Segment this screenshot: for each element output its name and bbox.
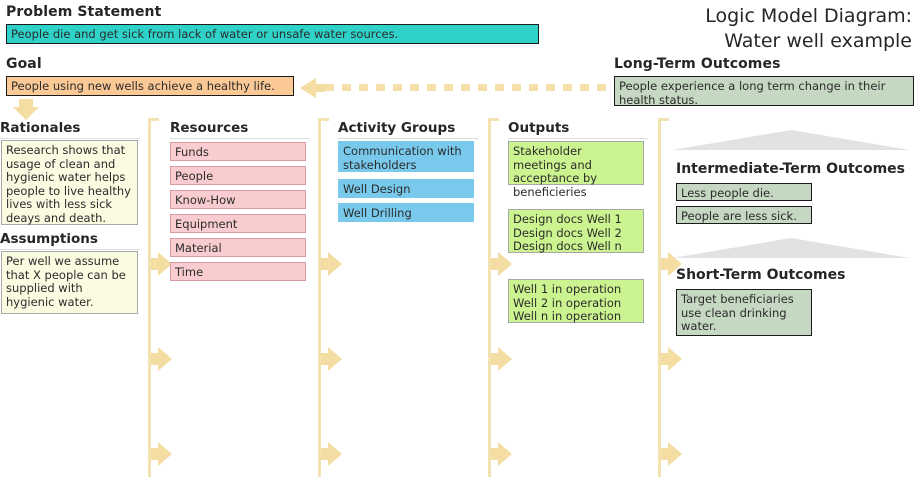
flow-arrow-2b (328, 347, 342, 371)
flow-arrow-3b-stem (491, 353, 500, 365)
flow-arrow-3c (498, 442, 512, 466)
long-term-outcomes-box: People experience a long term change in … (614, 76, 914, 106)
column-separator-4 (658, 118, 661, 477)
flow-arrow-2a-stem (321, 258, 330, 270)
feedback-arrow-head (300, 78, 316, 98)
separator-tick-4 (658, 118, 669, 121)
separator-tick-2 (318, 118, 329, 121)
flow-arrow-3c-stem (491, 448, 500, 460)
output-item: Design docs Well 1 Design docs Well 2 De… (508, 209, 644, 253)
goal-down-arrow-head (13, 107, 39, 120)
flow-arrow-3a (498, 252, 512, 276)
resource-item: Funds (170, 142, 306, 161)
resources-heading: Resources (170, 120, 310, 139)
flow-arrow-1b (158, 347, 172, 371)
feedback-dashed-line (325, 84, 611, 91)
flow-arrow-1c-stem (151, 448, 160, 460)
separator-tick-3 (488, 118, 499, 121)
activity-item: Communication with stakeholders (338, 141, 474, 172)
output-item: Stakeholder meetings and acceptance by b… (508, 141, 644, 198)
assumptions-heading: Assumptions (0, 231, 140, 250)
column-separator-1 (148, 118, 151, 477)
rationales-heading: Rationales (0, 120, 140, 139)
flow-arrow-2b-stem (321, 353, 330, 365)
flow-arrow-1b-stem (151, 353, 160, 365)
short-term-outcomes-chevron-icon (672, 238, 910, 258)
feedback-arrow-stem (315, 84, 325, 92)
flow-arrow-1c (158, 442, 172, 466)
flow-arrow-3a-stem (491, 258, 500, 270)
activity-item: Well Drilling (338, 203, 474, 222)
flow-arrow-2a (328, 252, 342, 276)
diagram-title: Logic Model Diagram: Water well example (482, 4, 912, 54)
flow-arrow-1a-stem (151, 258, 160, 270)
resource-item: Time (170, 262, 306, 281)
flow-arrow-4c (668, 442, 682, 466)
assumptions-box: Per well we assume that X people can be … (1, 251, 138, 314)
column-separator-3 (488, 118, 491, 477)
goal-down-arrow-stem (19, 99, 33, 107)
goal-box: People using new wells achieve a healthy… (6, 76, 294, 96)
intermediate-outcomes-chevron-icon (672, 130, 910, 150)
resource-item: People (170, 166, 306, 185)
column-separator-2 (318, 118, 321, 477)
flow-arrow-4a-stem (661, 258, 670, 270)
activity-groups-heading: Activity Groups (338, 120, 478, 139)
diagram-title-line2: Water well example (724, 30, 912, 52)
flow-arrow-1a (158, 252, 172, 276)
diagram-title-line1: Logic Model Diagram: (705, 5, 912, 27)
problem-statement-box: People die and get sick from lack of wat… (6, 24, 539, 44)
output-item: Well 1 in operation Well 2 in operation … (508, 279, 644, 323)
problem-statement-heading: Problem Statement (6, 4, 162, 20)
separator-tick-1 (148, 118, 159, 121)
rationales-box: Research shows that usage of clean and h… (1, 140, 138, 225)
flow-arrow-4b-stem (661, 353, 670, 365)
flow-arrow-2c (328, 442, 342, 466)
resource-item: Know-How (170, 190, 306, 209)
flow-arrow-2c-stem (321, 448, 330, 460)
flow-arrow-4a (668, 252, 682, 276)
intermediate-outcomes-heading: Intermediate-Term Outcomes (676, 161, 906, 177)
flow-arrow-3b (498, 347, 512, 371)
flow-arrow-4b (668, 347, 682, 371)
short-term-outcomes-heading: Short-Term Outcomes (676, 267, 846, 283)
intermediate-outcome-item: Less people die. (676, 183, 812, 201)
goal-heading: Goal (6, 56, 42, 72)
flow-arrow-4c-stem (661, 448, 670, 460)
long-term-outcomes-heading: Long-Term Outcomes (614, 56, 781, 72)
resource-item: Material (170, 238, 306, 257)
resource-item: Equipment (170, 214, 306, 233)
intermediate-outcome-item: People are less sick. (676, 206, 812, 224)
activity-item: Well Design (338, 179, 474, 198)
short-term-outcome-item: Target beneficiaries use clean drinking … (676, 289, 812, 336)
outputs-heading: Outputs (508, 120, 648, 139)
